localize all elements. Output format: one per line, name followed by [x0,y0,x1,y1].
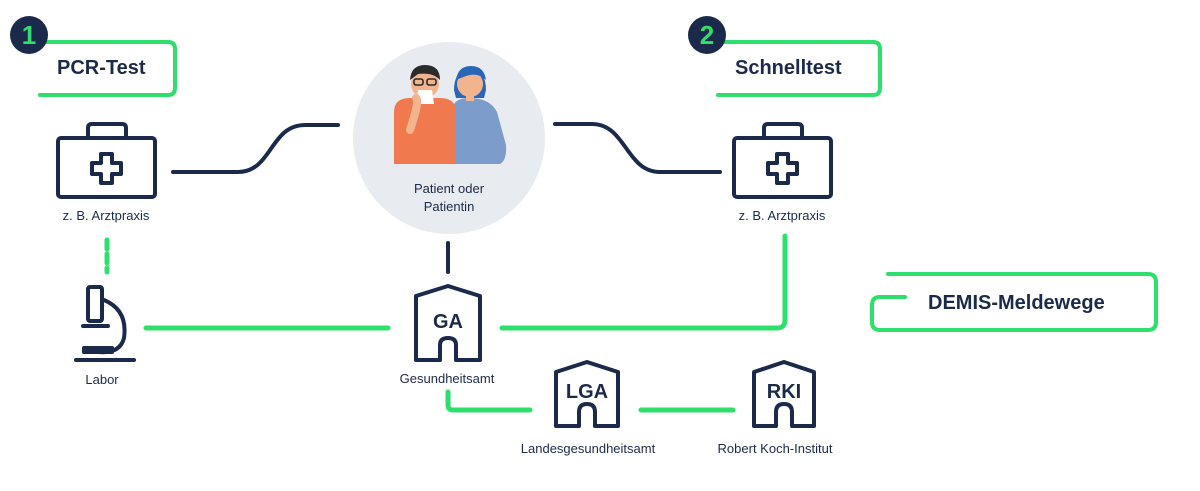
step-2-badge [688,16,726,54]
ga-node: GA Gesundheitsamt [400,284,495,386]
patient-node: Patient oder Patientin [353,42,545,234]
rki-node: RKI Robert Koch-Institut [718,360,833,456]
lga-node: LGA Landesgesundheitsamt [521,360,656,456]
building-icon [752,360,816,428]
praxis-left-node: z. B. Arztpraxis [56,122,157,223]
praxis-right-node: z. B. Arztpraxis [732,122,833,223]
microscope-icon [74,285,136,362]
step-2-number: 2 [700,20,714,50]
lga-label: Landesgesundheitsamt [521,441,656,456]
ga-code: GA [433,311,463,333]
step-1-title: PCR-Test [57,57,146,79]
building-icon [554,360,620,428]
rki-label: Robert Koch-Institut [718,441,833,456]
step-1-number: 1 [22,20,36,50]
step-2-title: Schnelltest [735,57,842,79]
rki-code: RKI [767,381,801,403]
praxis-right-label: z. B. Arztpraxis [739,208,826,223]
lga-code: LGA [566,381,608,403]
patient-man-illustration [394,65,456,164]
ga-label: Gesundheitsamt [400,371,495,386]
labor-node: Labor [74,285,136,387]
patient-woman-illustration [452,66,507,164]
patient-label-line2: Patientin [424,199,475,214]
labor-label: Labor [85,372,119,387]
demis-legend: DEMIS-Meldewege [870,272,1158,332]
building-icon [414,284,482,362]
medical-kit-icon [56,122,157,199]
demis-legend-line [870,272,1158,332]
step-1-header: 1 PCR-Test [10,16,177,97]
patient-to-praxis-left-line [171,123,340,174]
medical-kit-icon [732,122,833,199]
step-1-badge [10,16,48,54]
ga-to-lga-line [445,389,533,413]
patient-to-praxis-right-line [553,122,722,174]
patient-label-line1: Patient oder [414,181,485,196]
step-2-header: 2 Schnelltest [688,16,882,97]
praxis-left-label: z. B. Arztpraxis [63,208,150,223]
demis-legend-label: DEMIS-Meldewege [928,292,1105,314]
praxis-right-to-ga-line [499,233,788,331]
